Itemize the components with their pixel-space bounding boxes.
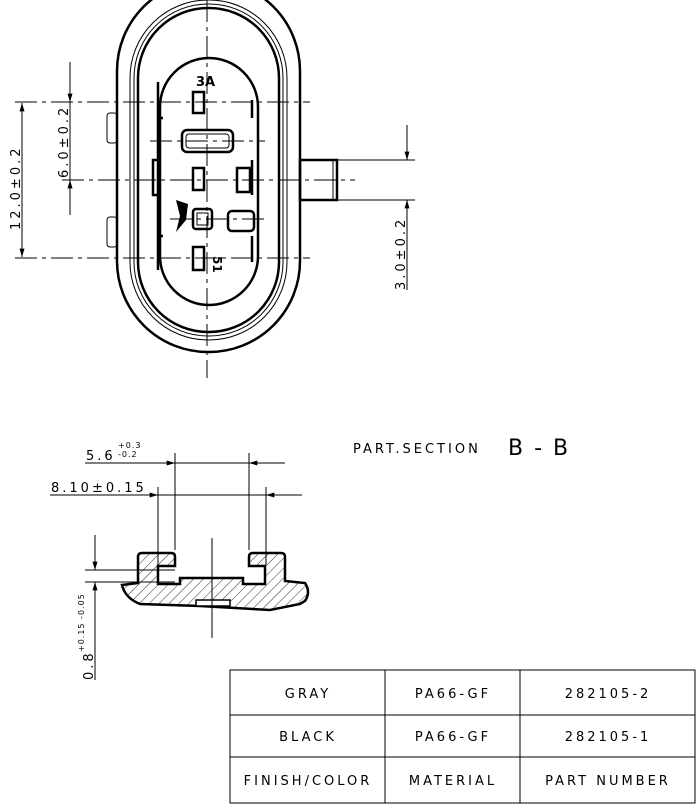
table-cell-part: 282105-2 xyxy=(565,687,652,702)
dim-inner-tol-minus: -0.2 xyxy=(118,450,138,459)
parts-table: GRAY PA66-GF 282105-2 BLACK PA66-GF 2821… xyxy=(229,669,696,804)
label-3a: 3A xyxy=(196,75,215,90)
section-view: PART.SECTION B - B 5.6 +0.3 -0.2 8.10±0.… xyxy=(50,436,570,680)
section-profile xyxy=(120,551,310,612)
section-title: PART.SECTION xyxy=(353,442,481,457)
dim-tab-height: 3.0±0.2 xyxy=(394,217,409,290)
table-cell-material: PA66-GF xyxy=(415,687,491,702)
table-cell-color: GRAY xyxy=(285,687,331,702)
cavity xyxy=(158,56,260,307)
dim-thickness: 0.8 xyxy=(82,650,97,680)
table-header-part: PART NUMBER xyxy=(545,774,671,789)
outer-housing xyxy=(115,0,302,354)
dim-thickness-tol: +0.15 -0.05 xyxy=(77,593,86,652)
logo-icon xyxy=(176,200,188,232)
table-header-material: MATERIAL xyxy=(409,774,497,789)
dim-inner-width: 5.6 xyxy=(86,449,116,464)
table-cell-color: BLACK xyxy=(279,730,337,745)
terminal-latch xyxy=(226,209,256,233)
connector-front-view: 3A 51 12.0±0.2 6.0±0.2 3.0±0.2 xyxy=(9,0,415,378)
label-51: 51 xyxy=(210,256,224,273)
table-cell-part: 282105-1 xyxy=(565,730,652,745)
dim-outer-width: 8.10±0.15 xyxy=(51,481,147,496)
terminal-2 xyxy=(191,166,206,192)
table-cell-material: PA66-GF xyxy=(415,730,491,745)
table-header-color: FINISH/COLOR xyxy=(244,774,373,789)
dim-overall-height: 12.0±0.2 xyxy=(9,145,24,230)
dim-inner-tol-plus: +0.3 xyxy=(118,441,141,450)
seal-outer xyxy=(129,0,288,341)
section-name: B - B xyxy=(508,436,570,461)
dim-half-height: 6.0±0.2 xyxy=(57,105,72,178)
